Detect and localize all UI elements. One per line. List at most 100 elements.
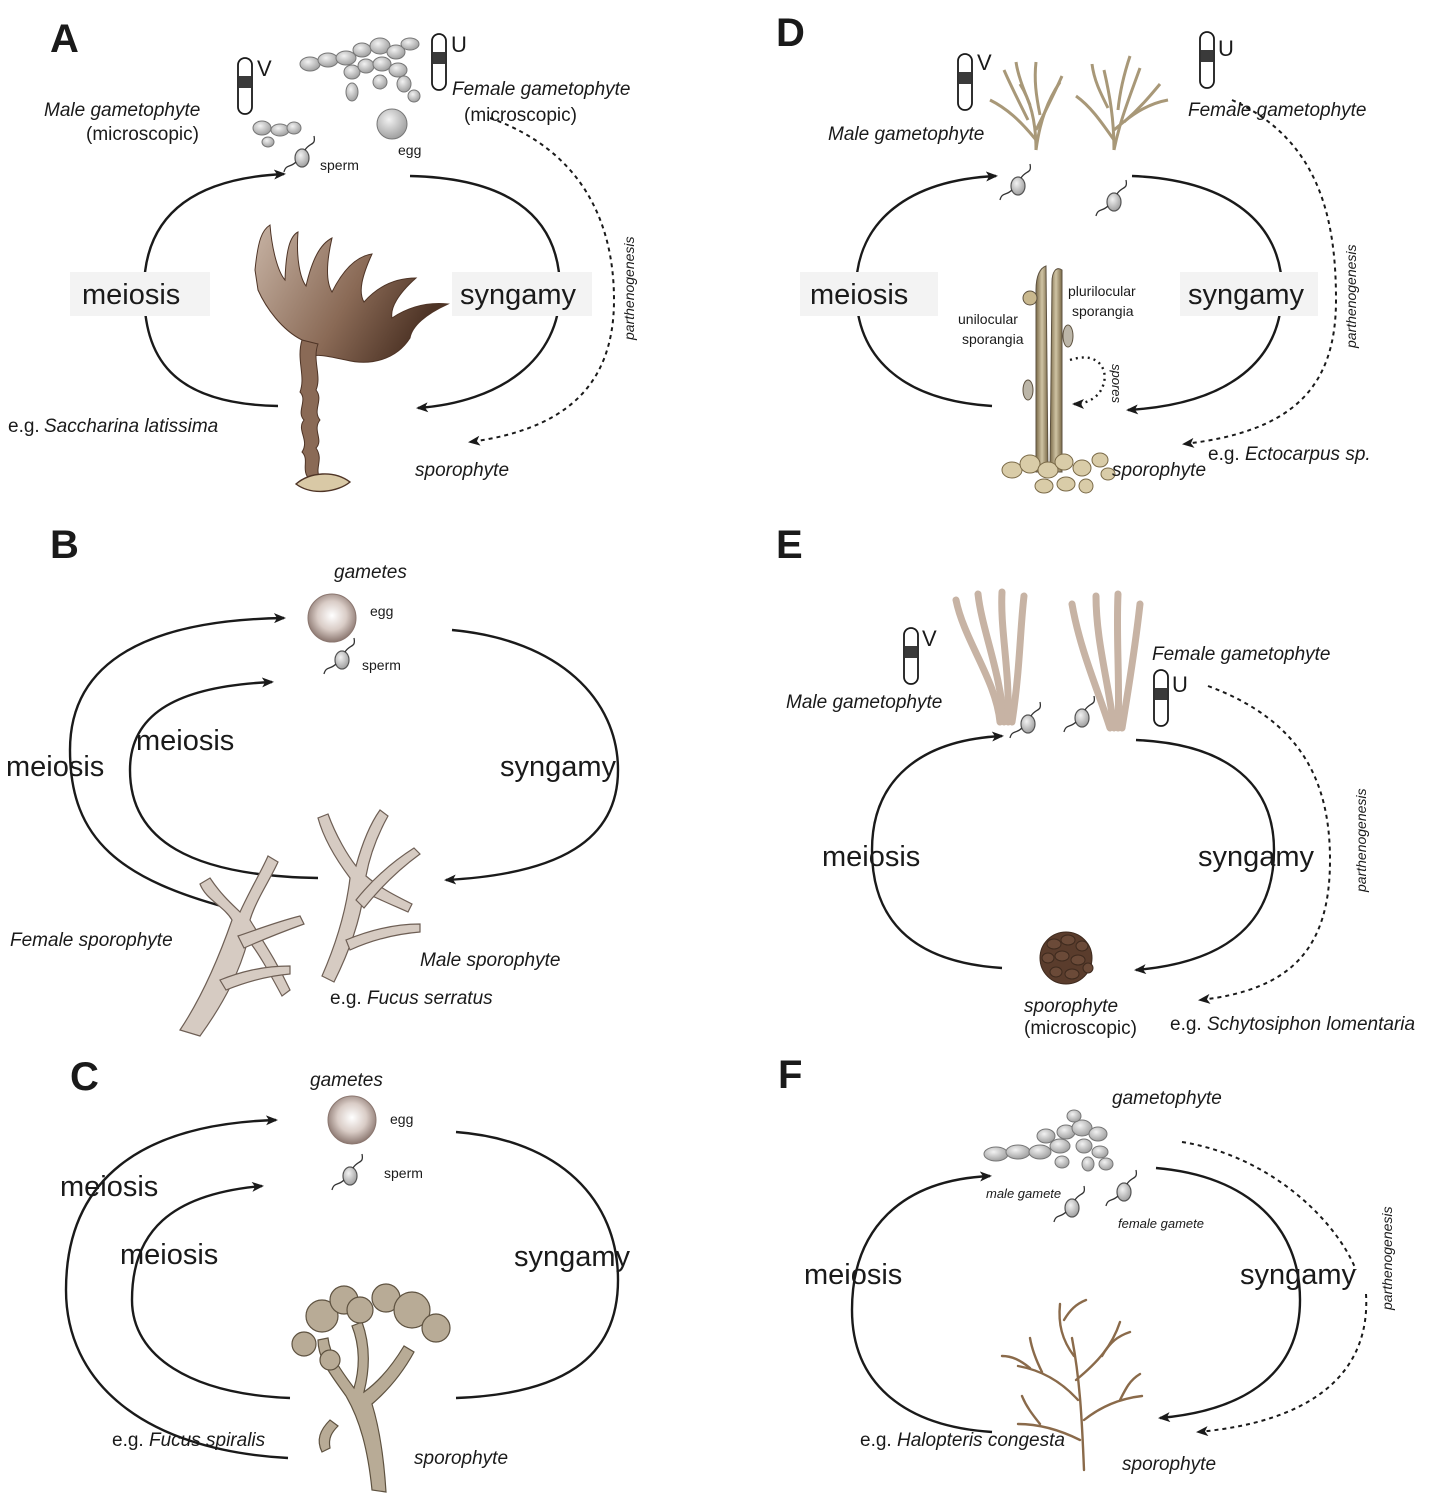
v-chromosome-icon-e <box>904 628 918 684</box>
v-chromosome-icon-d <box>958 54 972 110</box>
female-gametophyte-d <box>1076 56 1168 150</box>
sporophyte-label-a: sporophyte <box>415 460 509 481</box>
v-label-e: V <box>922 626 937 651</box>
female-gametophyte-label-d: Female gametophyte <box>1188 100 1367 121</box>
female-gametophyte-e <box>1072 594 1140 728</box>
example-prefix-c: e.g. <box>112 1430 144 1451</box>
meiosis-label-d: meiosis <box>810 279 908 311</box>
syngamy-label-c: syngamy <box>514 1241 631 1273</box>
sporophyte-label-e: sporophyte <box>1024 996 1118 1017</box>
meiosis-inner-arrow-b <box>130 682 318 878</box>
v-chromosome-icon-a <box>238 58 252 114</box>
sperm-label-b: sperm <box>362 657 401 673</box>
syngamy-label-f: syngamy <box>1240 1259 1357 1291</box>
syngamy-label-e: syngamy <box>1198 841 1315 873</box>
syngamy-arrow-f <box>1156 1168 1300 1418</box>
meiosis-label-e: meiosis <box>822 841 920 873</box>
spores-label-d: spores <box>1109 364 1124 404</box>
example-prefix-e: e.g. <box>1170 1014 1202 1035</box>
parthenogenesis-arrow-top-f <box>1182 1142 1356 1270</box>
sporophyte-label-f: sporophyte <box>1122 1454 1216 1475</box>
egg-label-b: egg <box>370 603 393 619</box>
u-chromosome-icon-e <box>1154 670 1168 726</box>
panel-letter-b: B <box>50 523 79 567</box>
male-gametophyte-e <box>956 592 1024 722</box>
meiosis-label-f: meiosis <box>804 1259 902 1291</box>
parthenogenesis-label-d: parthenogenesis <box>1343 244 1359 349</box>
male-sporophyte-label-b: Male sporophyte <box>420 950 560 971</box>
male-gametophyte-cells-a <box>253 121 301 147</box>
u-label-a: U <box>451 32 467 57</box>
example-species-a: Saccharina latissima <box>44 416 218 437</box>
meiosis-label-a: meiosis <box>82 279 180 311</box>
panel-letter-a: A <box>50 17 79 61</box>
panel-c: C gametes egg sperm meiosis meiosis syng… <box>60 1055 631 1492</box>
female-sporophyte-b <box>180 856 304 1036</box>
parthenogenesis-label-a: parthenogenesis <box>621 236 637 341</box>
unilocular-label-2-d: sporangia <box>962 331 1024 347</box>
sporophyte-cluster-e <box>1040 932 1093 984</box>
panel-letter-d: D <box>776 11 805 55</box>
female-gametophyte-label-a: Female gametophyte <box>452 79 631 100</box>
gametes-label-c: gametes <box>310 1070 383 1091</box>
panel-b: B gametes egg sperm meiosis meiosis syng… <box>6 523 618 1036</box>
example-species-e: Schytosiphon lomentaria <box>1207 1014 1415 1035</box>
female-gametophyte-cells-a <box>300 38 420 102</box>
meiosis-arrow-f <box>852 1176 992 1432</box>
example-species-c: Fucus spiralis <box>149 1430 266 1451</box>
panel-letter-f: F <box>778 1053 802 1097</box>
gametes-label-b: gametes <box>334 562 407 583</box>
sporophyte-label-c: sporophyte <box>414 1448 508 1469</box>
egg-cell-c <box>328 1096 376 1144</box>
male-gametophyte-label-d: Male gametophyte <box>828 124 984 145</box>
u-chromosome-icon-a <box>432 34 446 90</box>
female-sporophyte-label-b: Female sporophyte <box>10 930 173 951</box>
kelp-sporophyte-a <box>255 225 448 491</box>
panel-letter-c: C <box>70 1055 99 1099</box>
sperm-label-a: sperm <box>320 157 359 173</box>
female-gamete-icon-e <box>1064 696 1094 732</box>
example-prefix-d: e.g. <box>1208 444 1240 465</box>
example-prefix-a: e.g. <box>8 416 40 437</box>
female-microscopic-label-a: (microscopic) <box>464 105 577 126</box>
plurilocular-sporangium-d <box>1063 325 1073 347</box>
example-prefix-b: e.g. <box>330 988 362 1009</box>
meiosis-outer-label-c: meiosis <box>60 1171 158 1203</box>
v-label-d: V <box>977 50 992 75</box>
plurilocular-label-2-d: sporangia <box>1072 303 1134 319</box>
gametophyte-label-f: gametophyte <box>1112 1088 1222 1109</box>
male-gametophyte-label-a: Male gametophyte <box>44 100 200 121</box>
unilocular-sporangium-top-d <box>1023 291 1037 305</box>
plurilocular-sporangium-low-d <box>1023 380 1033 400</box>
sperm-icon-a <box>284 136 314 172</box>
parthenogenesis-label-e: parthenogenesis <box>1353 788 1369 893</box>
male-gametophyte-label-e: Male gametophyte <box>786 692 942 713</box>
meiosis-outer-label-b: meiosis <box>6 751 104 783</box>
egg-cell-b <box>308 594 356 642</box>
sperm-icon-b <box>324 638 354 674</box>
spores-arrow-d <box>1070 357 1105 404</box>
male-sporophyte-b <box>318 810 420 982</box>
male-gamete-label-f: male gamete <box>986 1186 1061 1201</box>
parthenogenesis-label-f: parthenogenesis <box>1379 1206 1395 1311</box>
meiosis-inner-label-c: meiosis <box>120 1239 218 1271</box>
syngamy-label-a: syngamy <box>460 279 577 311</box>
male-gametophyte-d <box>990 62 1062 150</box>
female-gamete-icon-f <box>1106 1170 1136 1206</box>
syngamy-label-b: syngamy <box>500 751 617 783</box>
male-microscopic-label-a: (microscopic) <box>86 124 199 145</box>
syngamy-label-d: syngamy <box>1188 279 1305 311</box>
example-species-d: Ectocarpus sp. <box>1245 444 1371 465</box>
female-gamete-icon-d <box>1096 180 1126 216</box>
unilocular-label-1-d: unilocular <box>958 311 1018 327</box>
example-species-f: Halopteris congesta <box>897 1430 1065 1451</box>
example-prefix-f: e.g. <box>860 1430 892 1451</box>
panel-letter-e: E <box>776 523 803 567</box>
v-label-a: V <box>257 56 272 81</box>
meiosis-inner-label-b: meiosis <box>136 725 234 757</box>
plurilocular-label-1-d: plurilocular <box>1068 283 1136 299</box>
egg-label-a: egg <box>398 142 421 158</box>
u-label-e: U <box>1172 672 1188 697</box>
